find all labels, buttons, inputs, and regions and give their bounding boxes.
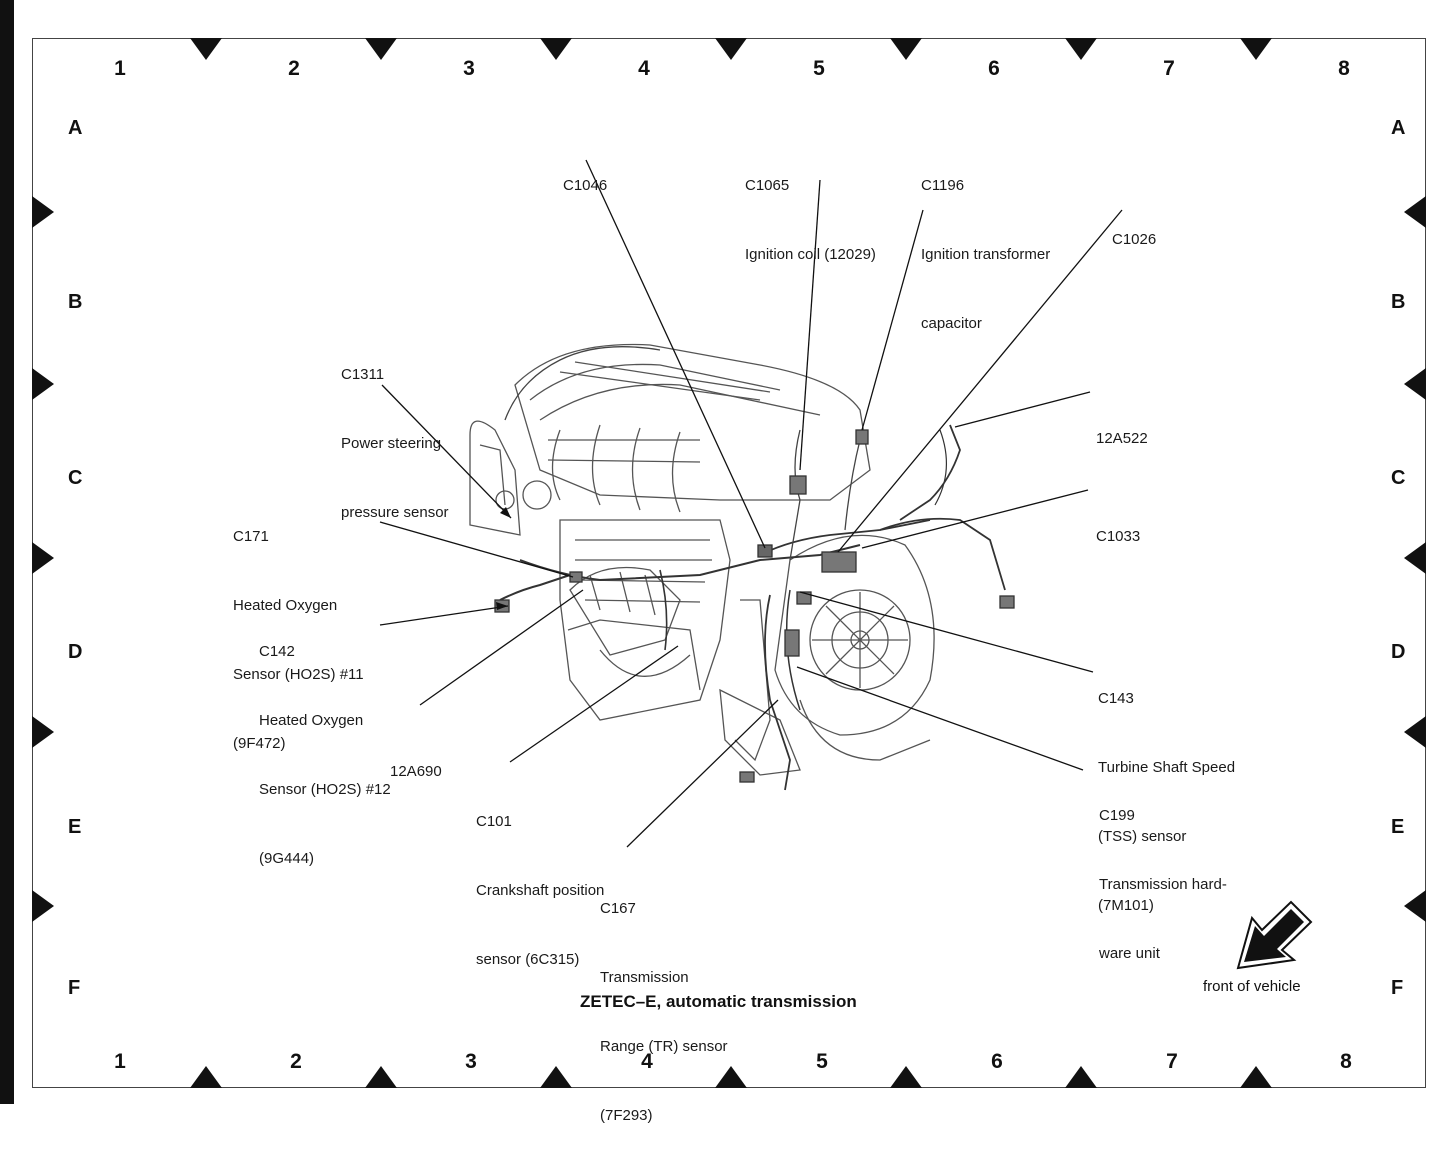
callout-line: Sensor (HO2S) #11 xyxy=(233,666,364,683)
callout-line: 12A690 xyxy=(390,763,442,780)
callout-c143: C143 Turbine Shaft Speed (TSS) sensor (7… xyxy=(1098,641,1235,940)
row-letter: B xyxy=(1391,291,1406,313)
callout-line: C1196 xyxy=(921,177,965,194)
column-number: 7 xyxy=(1163,57,1175,80)
callout-c1065: C1065 Ignition coil (12029) xyxy=(745,128,876,289)
callout-line: C199 xyxy=(1099,807,1135,824)
column-number: 4 xyxy=(638,57,650,80)
row-letter: E xyxy=(1391,816,1405,838)
callout-c1026: C1026 xyxy=(1112,182,1156,274)
column-number: 3 xyxy=(463,57,475,80)
callout-line: (7F293) xyxy=(600,1107,653,1124)
callout-12a690: 12A690 xyxy=(390,714,442,806)
callout-12a522: 12A522 xyxy=(1096,381,1148,473)
callout-line: Transmission hard- xyxy=(1099,876,1227,893)
diagram-title: ZETEC–E, automatic transmission xyxy=(580,992,857,1011)
callout-c142: C142 Heated Oxygen Sensor (HO2S) #12 (9G… xyxy=(259,594,391,893)
callout-line: C1311 xyxy=(341,366,385,383)
column-number: 2 xyxy=(290,1050,302,1073)
callout-line: Heated Oxygen xyxy=(259,712,364,729)
row-letter: D xyxy=(68,641,83,663)
row-letter: F xyxy=(1391,977,1404,999)
row-letter: A xyxy=(68,117,83,139)
callout-line: Transmission xyxy=(600,969,689,986)
callout-line: (9F472) xyxy=(233,735,286,752)
callout-line: ware unit xyxy=(1099,945,1160,962)
callout-line: Crankshaft position xyxy=(476,882,605,899)
callout-line: Heated Oxygen xyxy=(233,597,338,614)
callout-c1196: C1196 Ignition transformer capacitor xyxy=(921,128,1050,358)
callout-line: C142 xyxy=(259,643,295,660)
column-number: 1 xyxy=(114,1050,126,1073)
callout-line: C1046 xyxy=(563,177,608,194)
callout-c1046: C1046 xyxy=(563,128,607,220)
callout-c1311: C1311 Power steering pressure sensor xyxy=(341,317,449,547)
leader-arrowheads xyxy=(496,507,511,610)
callout-line: C171 xyxy=(233,528,269,545)
callout-line: Ignition coil (12029) xyxy=(745,246,876,263)
column-number: 5 xyxy=(816,1050,828,1073)
callout-line: C1033 xyxy=(1096,528,1141,545)
callout-line: C1065 xyxy=(745,177,790,194)
row-letter: C xyxy=(68,467,83,489)
column-number: 8 xyxy=(1340,1050,1352,1073)
column-number: 6 xyxy=(988,57,1000,80)
callout-c101: C101 Crankshaft position sensor (6C315) xyxy=(476,764,604,994)
callout-line: C101 xyxy=(476,813,512,830)
callout-c171: C171 Heated Oxygen Sensor (HO2S) #11 (9F… xyxy=(233,479,364,778)
column-number: 2 xyxy=(288,57,300,80)
callout-c199: C199 Transmission hard- ware unit xyxy=(1099,758,1227,988)
front-of-vehicle-label: front of vehicle xyxy=(1203,978,1301,995)
callout-line: capacitor xyxy=(921,315,982,332)
callout-line: sensor (6C315) xyxy=(476,951,580,968)
column-number: 5 xyxy=(813,57,825,80)
grid-markers xyxy=(32,38,1426,1088)
column-number: 3 xyxy=(465,1050,477,1073)
callout-line: (TSS) sensor xyxy=(1098,828,1187,845)
engine-illustration xyxy=(469,343,1015,791)
callout-line: C1026 xyxy=(1112,231,1157,248)
row-letter: E xyxy=(68,816,82,838)
callout-line: C167 xyxy=(600,900,636,917)
row-letter: C xyxy=(1391,467,1406,489)
row-letter: F xyxy=(68,977,81,999)
front-of-vehicle-arrow-icon xyxy=(1236,900,1313,970)
diagram-graphics xyxy=(32,38,1426,1088)
column-number: 4 xyxy=(641,1050,653,1073)
callout-c1033: C1033 xyxy=(1096,479,1140,571)
callout-line: pressure sensor xyxy=(341,504,449,521)
column-number: 8 xyxy=(1338,57,1350,80)
leader-lines xyxy=(379,159,1123,848)
column-number: 7 xyxy=(1166,1050,1178,1073)
callout-line: Turbine Shaft Speed xyxy=(1098,759,1236,776)
callout-line: Ignition transformer xyxy=(921,246,1051,263)
column-number: 6 xyxy=(991,1050,1003,1073)
callout-line: Sensor (HO2S) #12 xyxy=(259,781,391,798)
callout-line: 12A522 xyxy=(1096,430,1148,447)
callout-line: (9G444) xyxy=(259,850,315,867)
callout-line: Range (TR) sensor xyxy=(600,1038,728,1055)
scan-edge-bar xyxy=(0,0,14,1104)
row-letter: A xyxy=(1391,117,1406,139)
column-number: 1 xyxy=(114,57,126,80)
row-letter: D xyxy=(1391,641,1406,663)
row-letter: B xyxy=(68,291,83,313)
callout-line: C143 xyxy=(1098,690,1134,707)
callout-line: (7M101) xyxy=(1098,897,1154,914)
callout-line: Power steering xyxy=(341,435,442,452)
